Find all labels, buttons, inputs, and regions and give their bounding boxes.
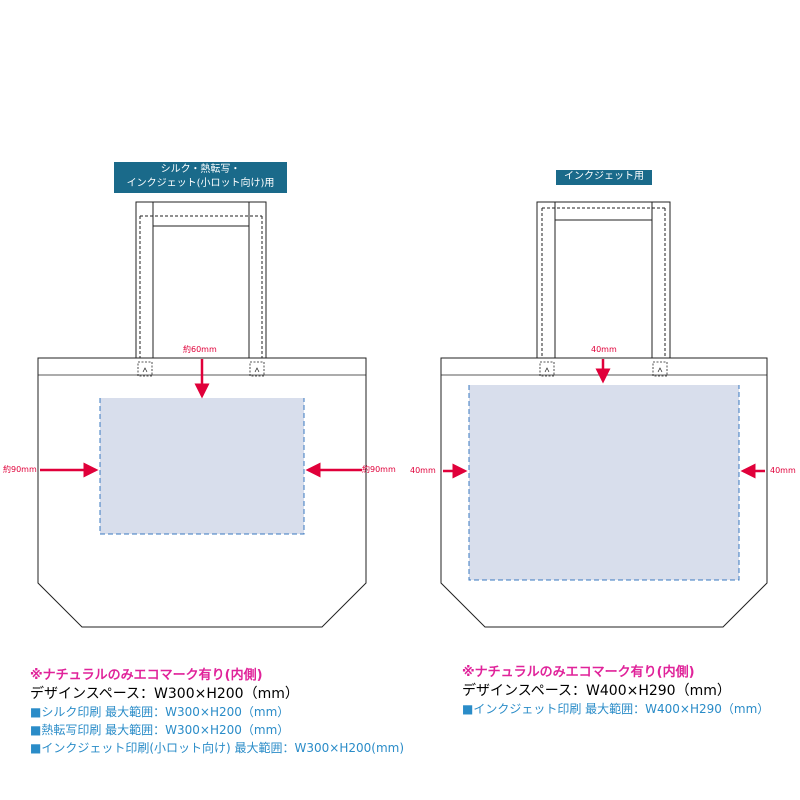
right-dim-left-label: 40mm (410, 466, 436, 475)
left-bag-label-line1: シルク・熱転写・ (160, 164, 241, 175)
right-design-space: デザインスペース：W400×H290（mm） (462, 683, 731, 699)
right-notes: ※ナチュラルのみエコマーク有り(内側) デザインスペース：W400×H290（m… (462, 664, 769, 718)
left-dim-left-label: 約90mm (3, 465, 37, 474)
left-spec-heat-transfer: ■熱転写印刷 最大範囲：W300×H200（mm） (30, 723, 290, 737)
left-bag (37, 201, 367, 628)
right-dim-top-label: 40mm (591, 345, 617, 354)
left-bag-label-line2: インクジェット(小ロット向け)用 (126, 178, 275, 189)
left-bag-handle-left (135, 201, 154, 375)
left-bag-label: シルク・熱転写・ インクジェット(小ロット向け)用 (114, 162, 287, 193)
right-bag-label-text: インクジェット用 (564, 171, 644, 182)
left-eco-note: ※ナチュラルのみエコマーク有り(内側) (30, 668, 263, 683)
left-spec-silk: ■シルク印刷 最大範囲：W300×H200（mm） (30, 705, 290, 719)
right-bag (440, 201, 768, 628)
right-eco-note: ※ナチュラルのみエコマーク有り(内側) (462, 665, 695, 680)
right-bag-handle-left (536, 201, 556, 375)
left-dim-top-label: 約60mm (183, 345, 217, 354)
left-notes: ※ナチュラルのみエコマーク有り(内側) デザインスペース：W300×H200（m… (30, 667, 404, 757)
left-dim-right-label: 約90mm (362, 465, 396, 474)
left-bag-handle-right (248, 201, 267, 375)
right-bag-label: インクジェット用 (556, 170, 652, 185)
left-design-space: デザインスペース：W300×H200（mm） (30, 686, 299, 702)
right-print-area (469, 385, 739, 580)
left-spec-inkjet: ■インクジェット印刷(小ロット向け) 最大範囲：W300×H200(mm) (30, 741, 405, 755)
left-print-area (100, 398, 304, 534)
right-dim-right-label: 40mm (770, 466, 796, 475)
right-spec-inkjet: ■インクジェット印刷 最大範囲：W400×H290（mm） (462, 702, 770, 716)
right-bag-handle-right (651, 201, 671, 375)
